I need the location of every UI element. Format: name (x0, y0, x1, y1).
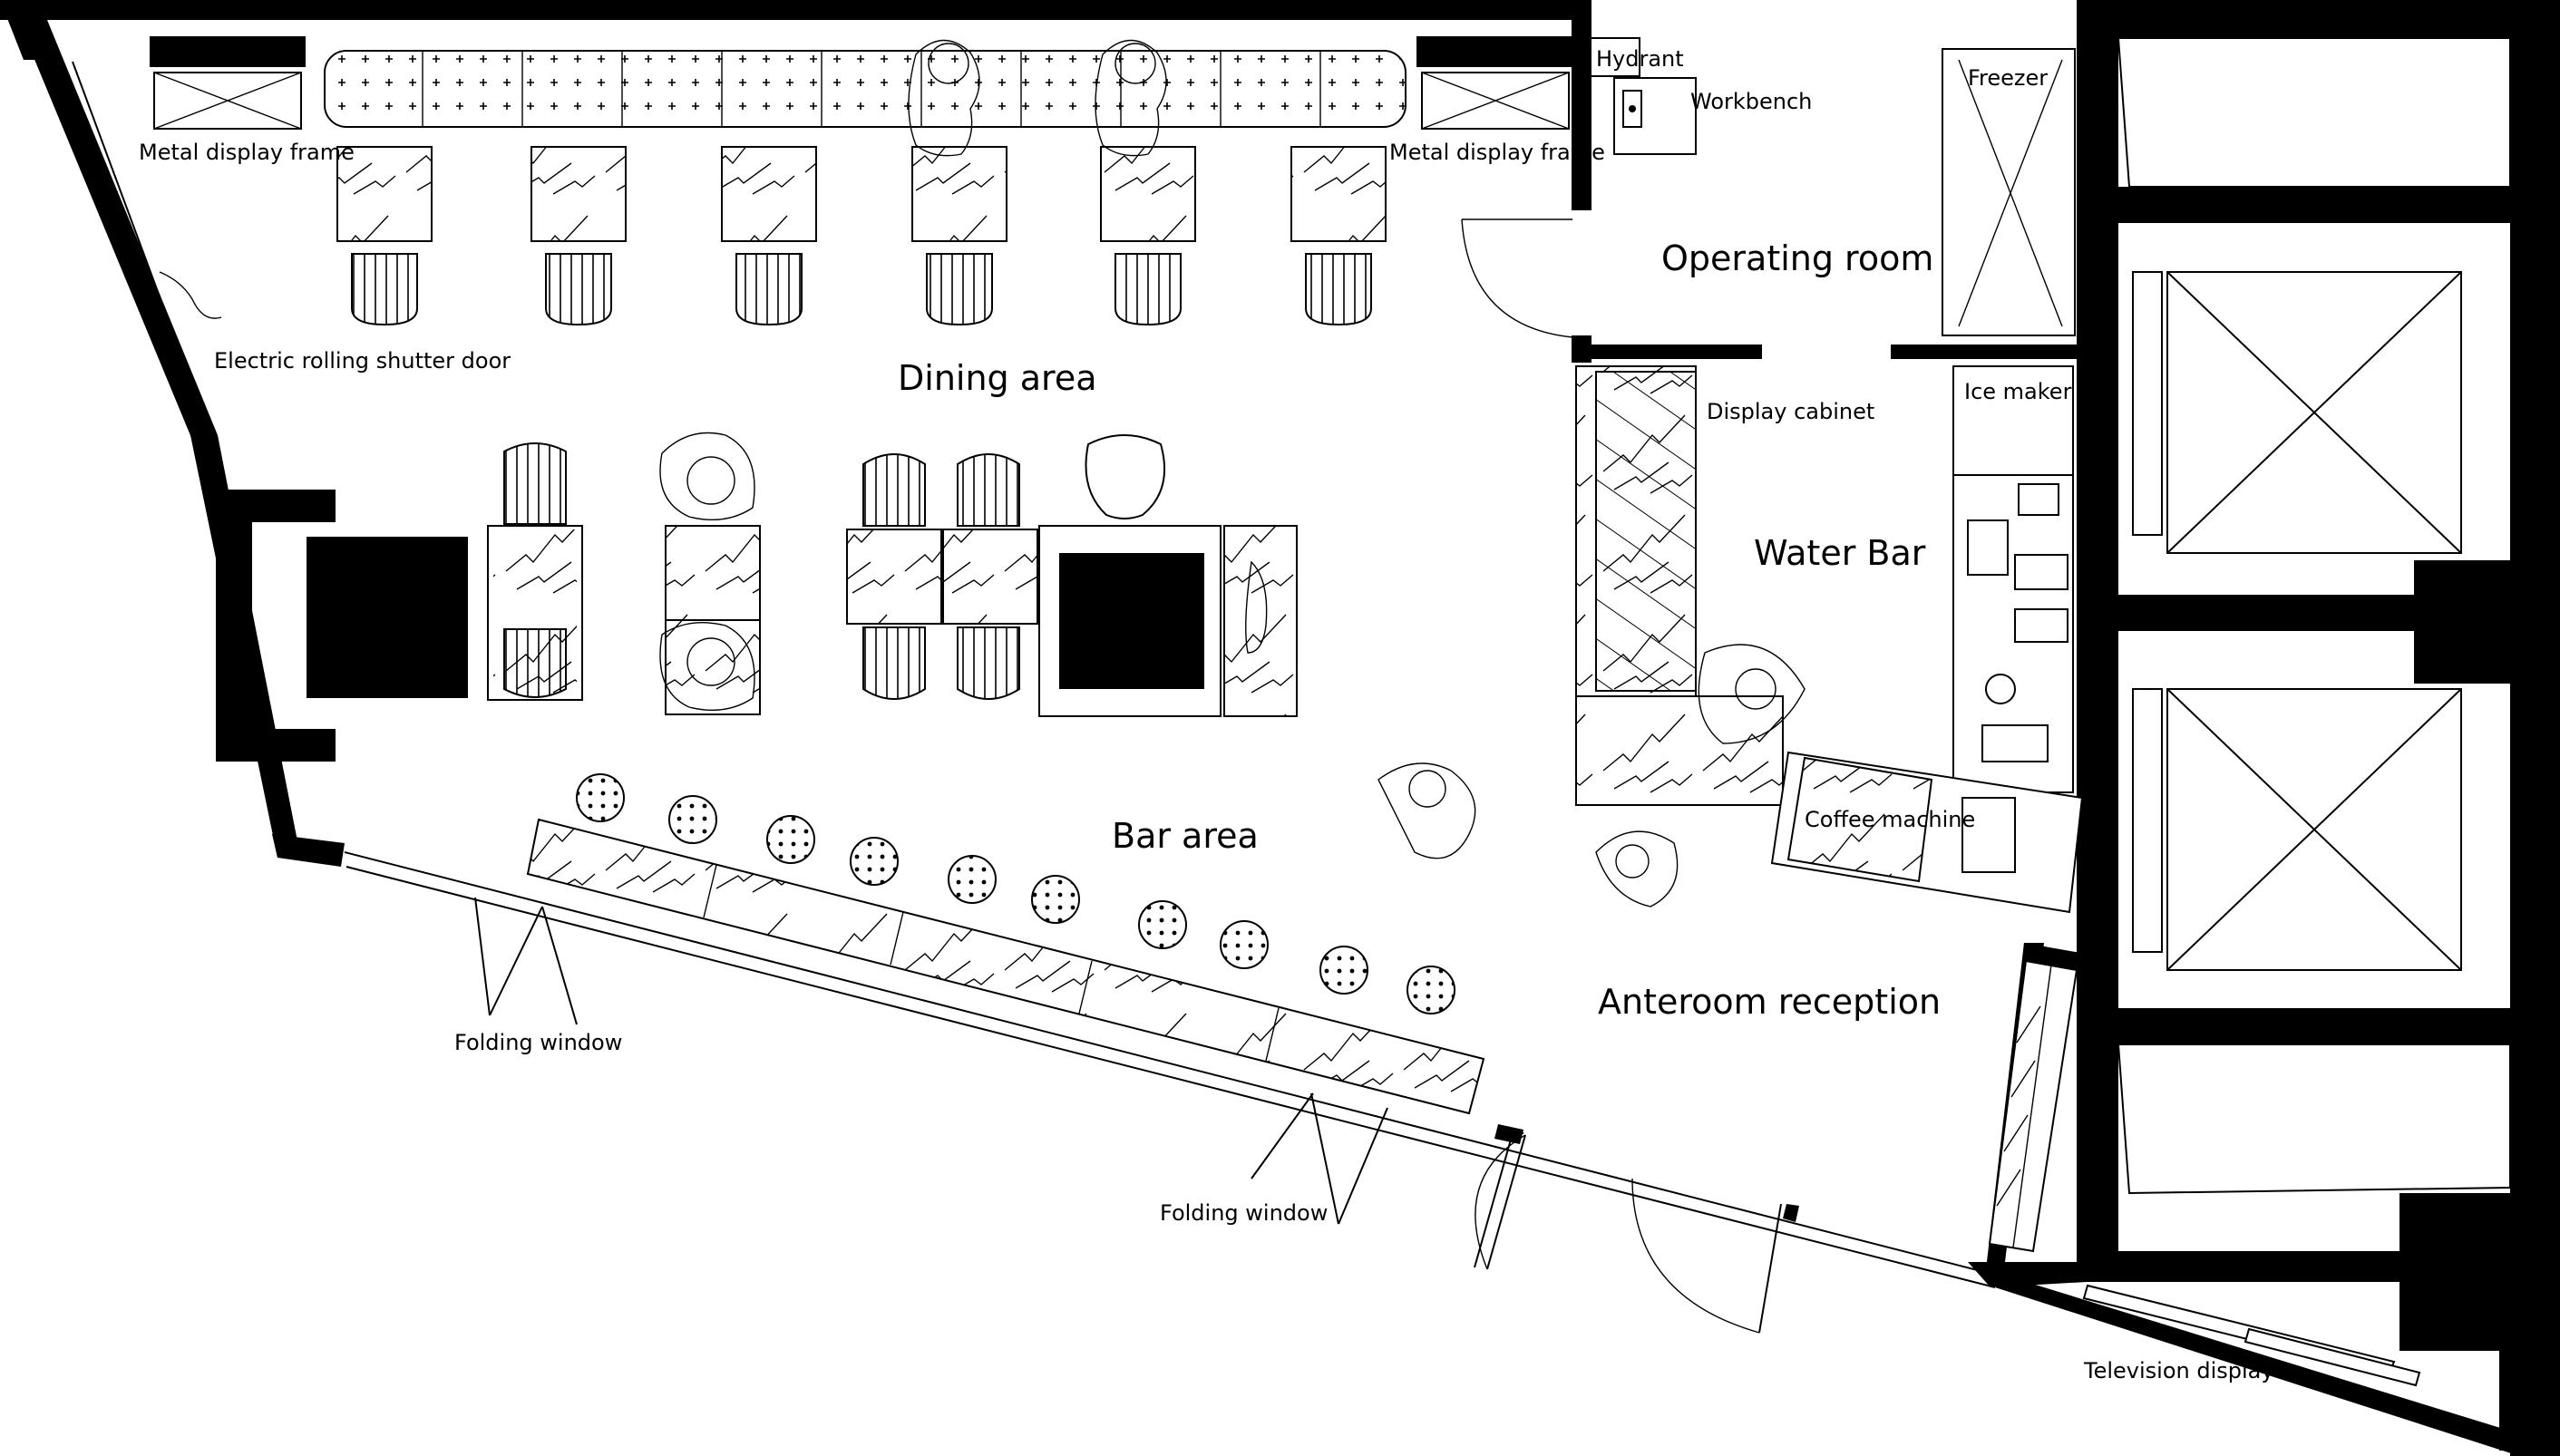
metal-display-frame-right-label: Metal display frame (1389, 140, 1605, 165)
operating-room-fixtures (1590, 37, 2076, 336)
seated-figures-top (908, 39, 1167, 157)
bottom-window-wall (344, 851, 1996, 1288)
workbench-label: Workbench (1690, 89, 1812, 114)
folding-window-right-shape (1251, 1092, 1388, 1225)
operating-room-label: Operating room (1661, 238, 1933, 278)
folding-window-left-label: Folding window (454, 1030, 622, 1055)
freezer-label: Freezer (1968, 65, 2048, 91)
top-bench-seat (324, 50, 1407, 128)
metal-display-frame-left-shape (153, 72, 302, 130)
water-bar-label: Water Bar (1754, 533, 1926, 573)
bar-area-label: Bar area (1112, 816, 1259, 856)
right-rooms (2082, 37, 2511, 1387)
column-table (1038, 434, 1298, 717)
dining-tables-top-row (336, 146, 1387, 242)
left-booth (487, 442, 583, 701)
bar-counter (526, 818, 1485, 1115)
coffee-machine-label: Coffee machine (1805, 807, 1975, 832)
water-bar-fixtures (1575, 365, 2084, 914)
television-display-label: Television display (2083, 1358, 2274, 1383)
four-seat-cluster (846, 453, 1038, 700)
anteroom-reception-label: Anteroom reception (1598, 982, 1941, 1022)
folding-window-left-shape (474, 897, 578, 1025)
metal-display-frame-left-label: Metal display frame (139, 140, 355, 165)
center-table-lounge (659, 432, 761, 715)
hydrant-label: Hydrant (1596, 46, 1684, 72)
shutter-door-symbol (159, 271, 222, 319)
left-window (59, 61, 219, 463)
standing-figure (1377, 762, 1476, 859)
metal-display-frame-right-shape (1421, 72, 1570, 130)
dining-area-label: Dining area (898, 358, 1096, 398)
ice-maker-label: Ice maker (1964, 379, 2072, 404)
bar-stools (576, 773, 1455, 1014)
dining-chairs-top-row (351, 253, 1372, 326)
labels: Dining area Bar area Operating room Wate… (139, 46, 2274, 1383)
electric-rolling-shutter-door-label: Electric rolling shutter door (214, 348, 511, 374)
display-cabinet-label: Display cabinet (1707, 399, 1874, 424)
anteroom-cabinet (1988, 959, 2078, 1253)
entrance-doors (1474, 1132, 1782, 1334)
folding-window-right-label: Folding window (1160, 1200, 1328, 1226)
dining-side-door (1461, 218, 1573, 338)
